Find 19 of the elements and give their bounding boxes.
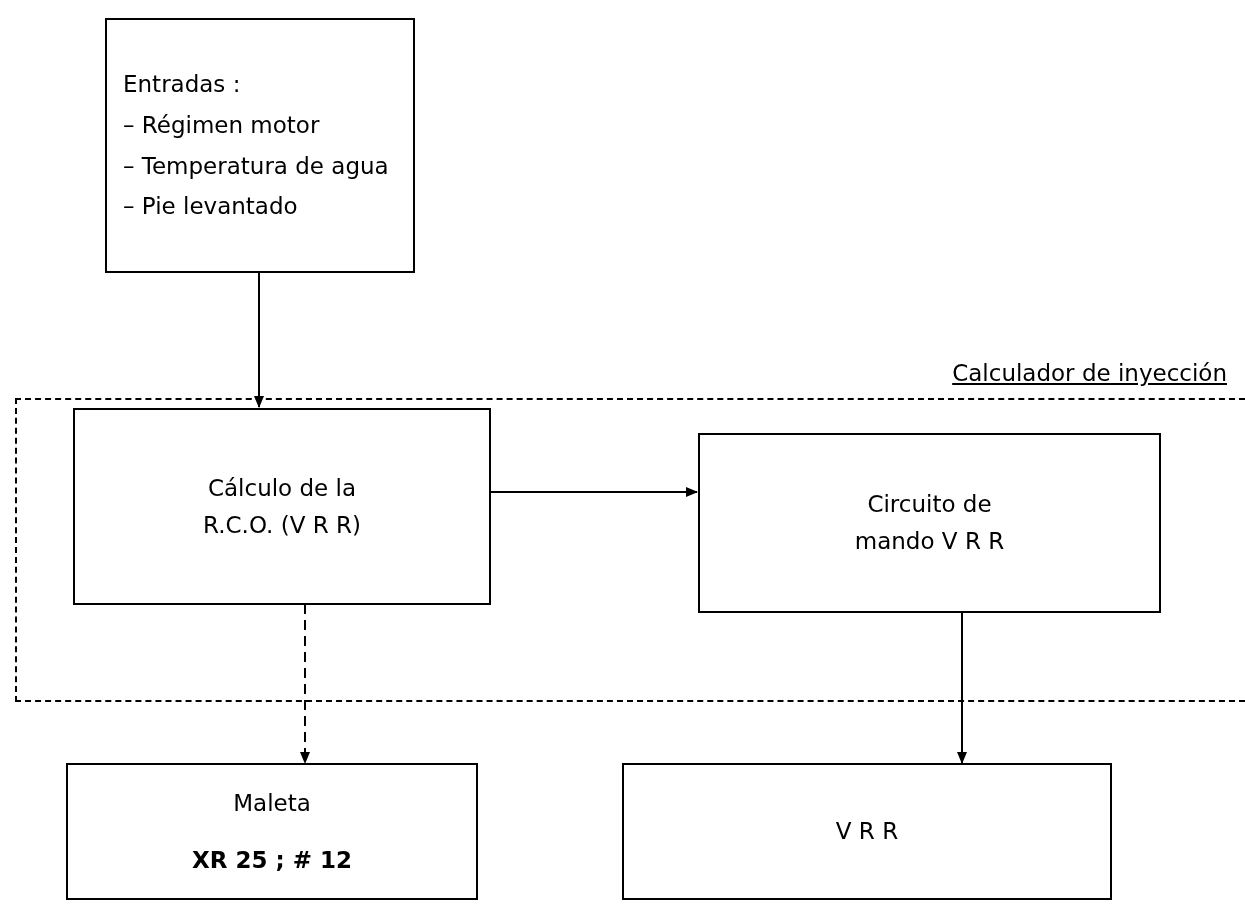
box-text: Entradas :	[123, 69, 241, 99]
box-text: Maleta	[233, 788, 311, 818]
arrow	[300, 603, 310, 764]
process-box	[73, 408, 491, 605]
arrow	[489, 487, 698, 497]
process-box	[698, 433, 1161, 613]
box-text: Cálculo de la R.C.O. (V R R)	[202, 473, 362, 540]
process-box	[66, 763, 478, 900]
box-text: – Temperatura de agua	[123, 151, 389, 181]
process-box	[622, 763, 1112, 900]
box-text: – Régimen motor	[123, 110, 320, 140]
arrow	[254, 272, 264, 408]
box-text: V R R	[835, 817, 899, 847]
arrow	[957, 611, 967, 764]
process-box	[105, 18, 415, 273]
group-title: Calculador de inyección	[952, 359, 1227, 388]
box-text: – Pie levantado	[123, 192, 298, 222]
box-text: XR 25 ; # 12	[192, 845, 352, 875]
box-text: Circuito de mando V R R	[853, 490, 1006, 556]
